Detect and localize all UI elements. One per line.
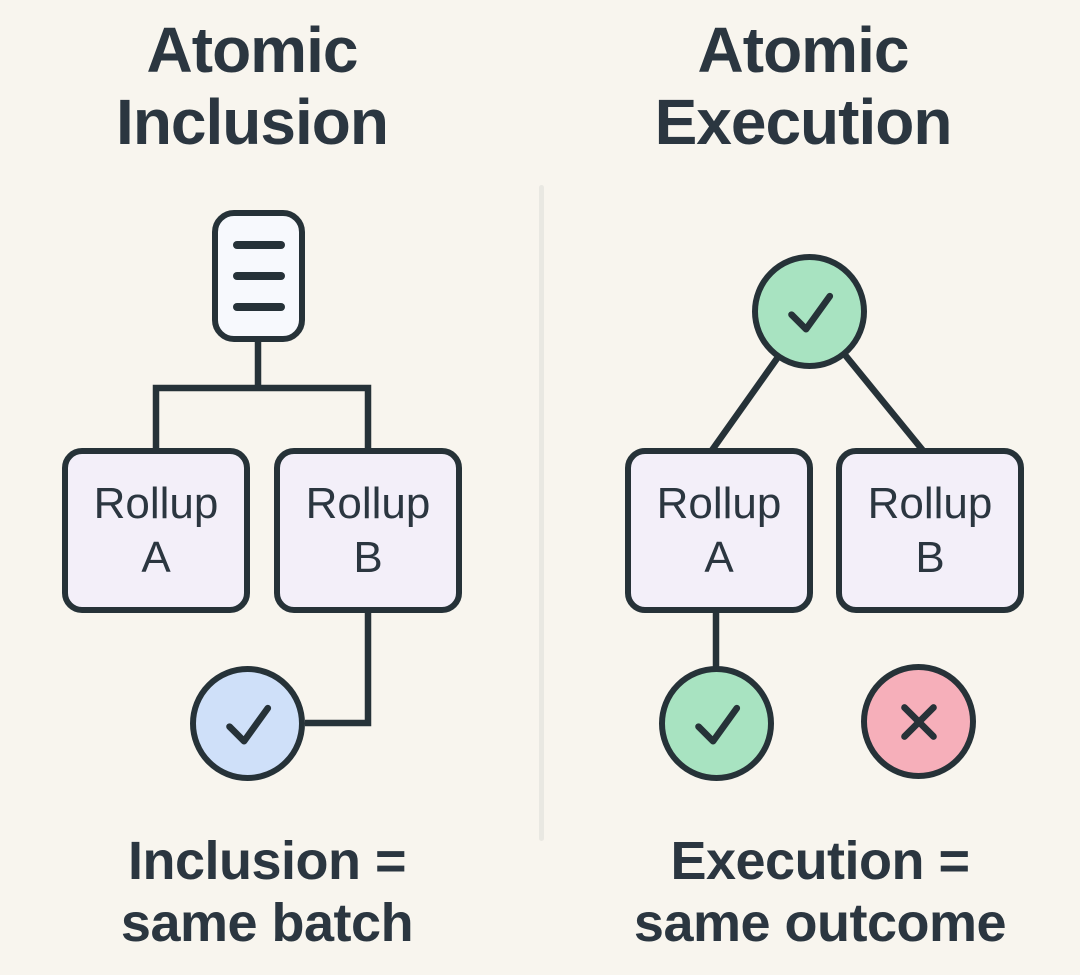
rollup-label-line2: B [353, 532, 383, 582]
rollup-label-line2: A [704, 532, 734, 582]
rollup-label-line1: Rollup [305, 478, 431, 528]
right-rollup-a-node: Rollup A [625, 448, 813, 613]
left-caption-line2: same batch [120, 893, 414, 953]
left-panel-caption: Inclusion = same batch [0, 830, 534, 954]
check-icon [787, 292, 833, 332]
right-panel-title: Atomic Execution [543, 14, 1063, 158]
right-caption-line1: Execution = [670, 831, 970, 891]
check-icon [694, 704, 740, 744]
left-rollup-a-node: Rollup A [62, 448, 250, 613]
batch-check-node [190, 666, 305, 781]
rollup-label-line2: B [915, 532, 945, 582]
rollup-label-line1: Rollup [93, 478, 219, 528]
check-icon [225, 704, 271, 744]
connector-rollupb-to-check [305, 610, 372, 727]
batch-document-node [212, 210, 305, 342]
left-title-line2: Inclusion [116, 86, 389, 158]
document-icon [232, 272, 285, 280]
right-rollup-b-node: Rollup B [836, 448, 1024, 613]
panel-divider [539, 185, 544, 841]
rollup-label-line2: A [141, 532, 171, 582]
document-icon [232, 303, 285, 311]
right-panel-caption: Execution = same outcome [553, 830, 1080, 954]
right-title-line1: Atomic [697, 14, 910, 86]
rollup-b-fail-node [861, 664, 976, 779]
left-panel-title: Atomic Inclusion [0, 14, 504, 158]
document-icon [232, 241, 285, 249]
left-title-line1: Atomic [146, 14, 359, 86]
rollup-label-line1: Rollup [656, 478, 782, 528]
root-check-node [752, 254, 867, 369]
rollup-a-check-node [659, 666, 774, 781]
right-caption-line2: same outcome [633, 893, 1007, 953]
right-title-line2: Execution [654, 86, 953, 158]
connector-batch-tbar [152, 384, 372, 452]
rollup-label-line1: Rollup [867, 478, 993, 528]
left-caption-line1: Inclusion = [127, 831, 407, 891]
x-icon [900, 703, 937, 740]
left-rollup-b-node: Rollup B [274, 448, 462, 613]
